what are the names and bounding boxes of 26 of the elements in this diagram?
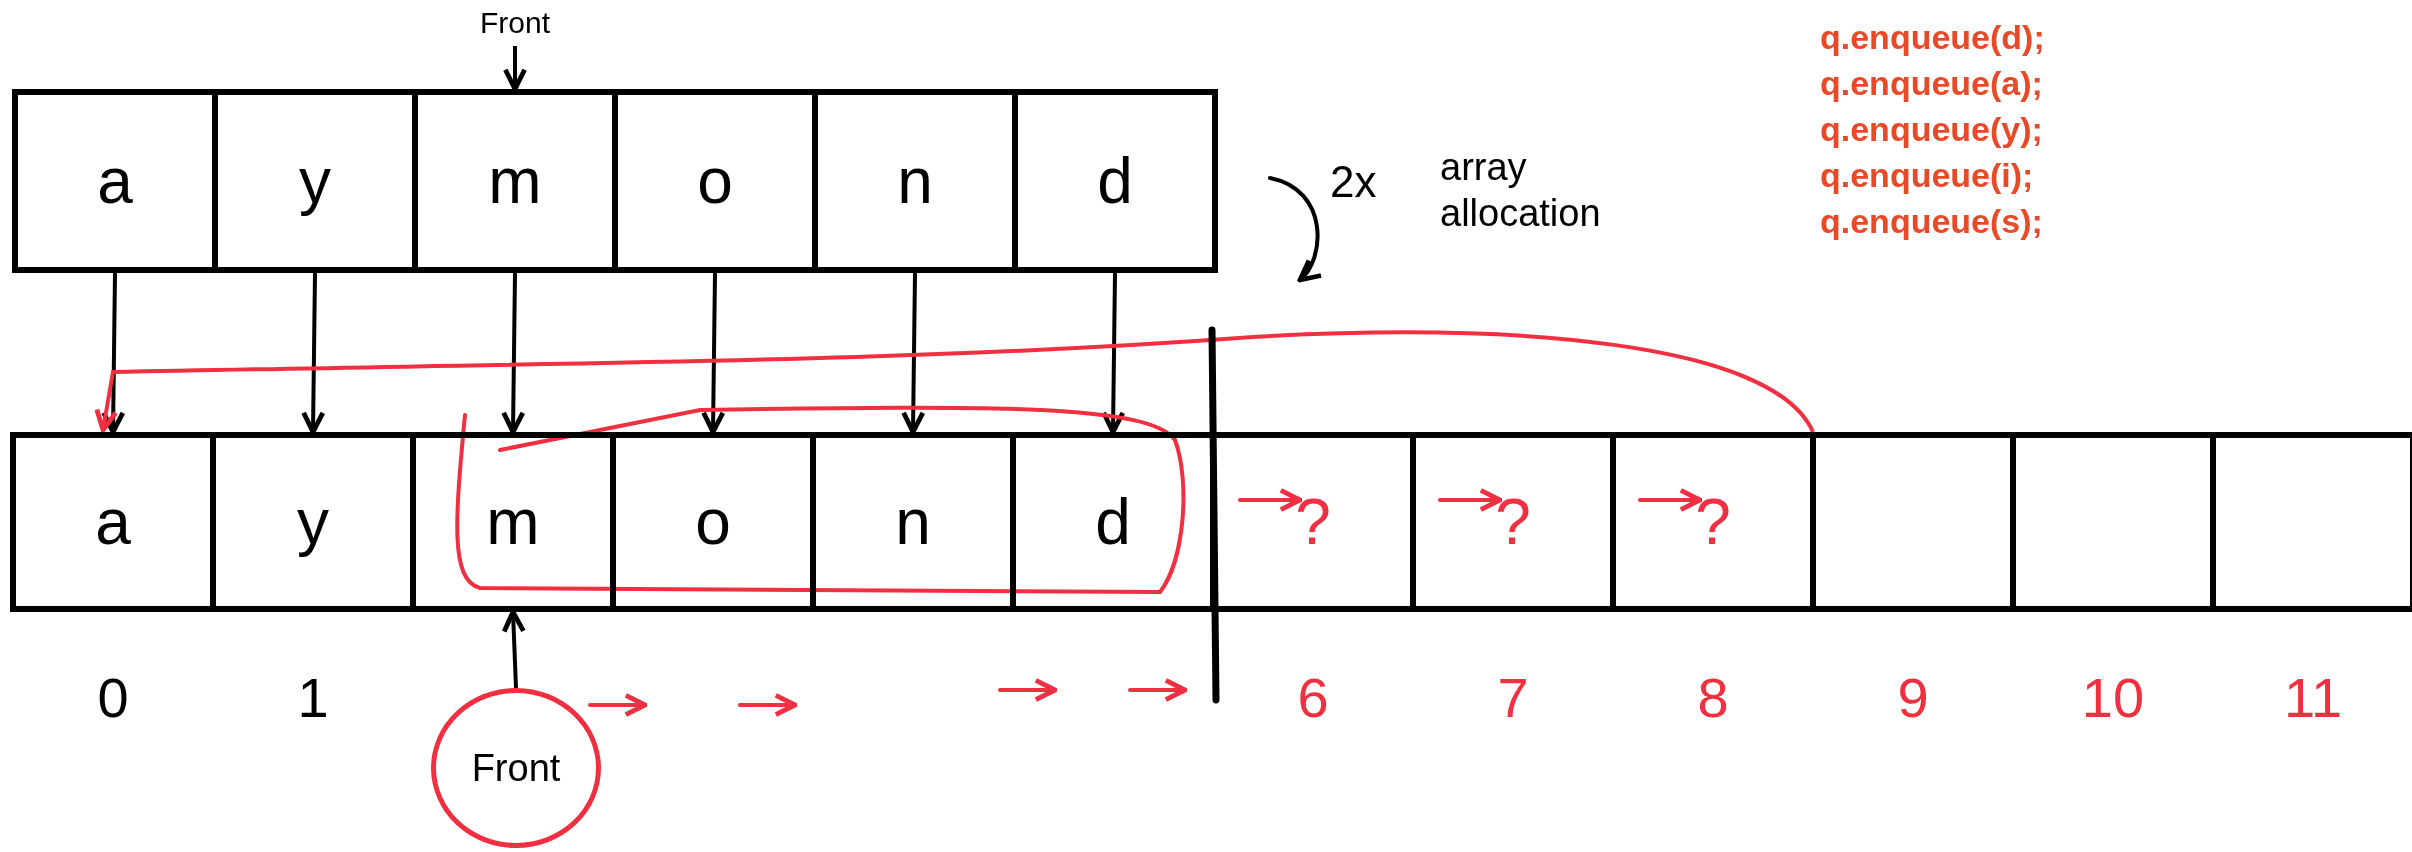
- arrow: [901, 272, 926, 435]
- index-number: 0: [96, 670, 130, 726]
- circled-label: Front: [431, 688, 601, 848]
- code-line: q.enqueue(s);: [1820, 204, 2043, 238]
- code-line: q.enqueue(d);: [1820, 20, 2045, 54]
- factor-note: 2x: [1330, 160, 1377, 204]
- arrow: [501, 609, 526, 689]
- index-number: 8: [1696, 670, 1730, 726]
- index-number: 1: [296, 670, 330, 726]
- index-number: 6: [1296, 670, 1330, 726]
- note: array allocation: [1440, 145, 1602, 236]
- index-number: 9: [1896, 670, 1930, 726]
- arrow: [94, 330, 1815, 434]
- arrow: [503, 46, 527, 92]
- arrow: [1101, 272, 1126, 435]
- index-number: 10: [2080, 670, 2146, 726]
- arrow: [501, 272, 526, 435]
- code-line: q.enqueue(y);: [1820, 112, 2043, 146]
- arrow: [101, 272, 126, 435]
- index-number: 11: [2282, 670, 2344, 726]
- arrow: [301, 272, 326, 435]
- code-line: q.enqueue(i);: [1820, 158, 2034, 192]
- code-line: q.enqueue(a);: [1820, 66, 2043, 100]
- arrow: [701, 272, 726, 435]
- pointer-label: Front: [455, 0, 575, 46]
- index-number: 7: [1496, 670, 1530, 726]
